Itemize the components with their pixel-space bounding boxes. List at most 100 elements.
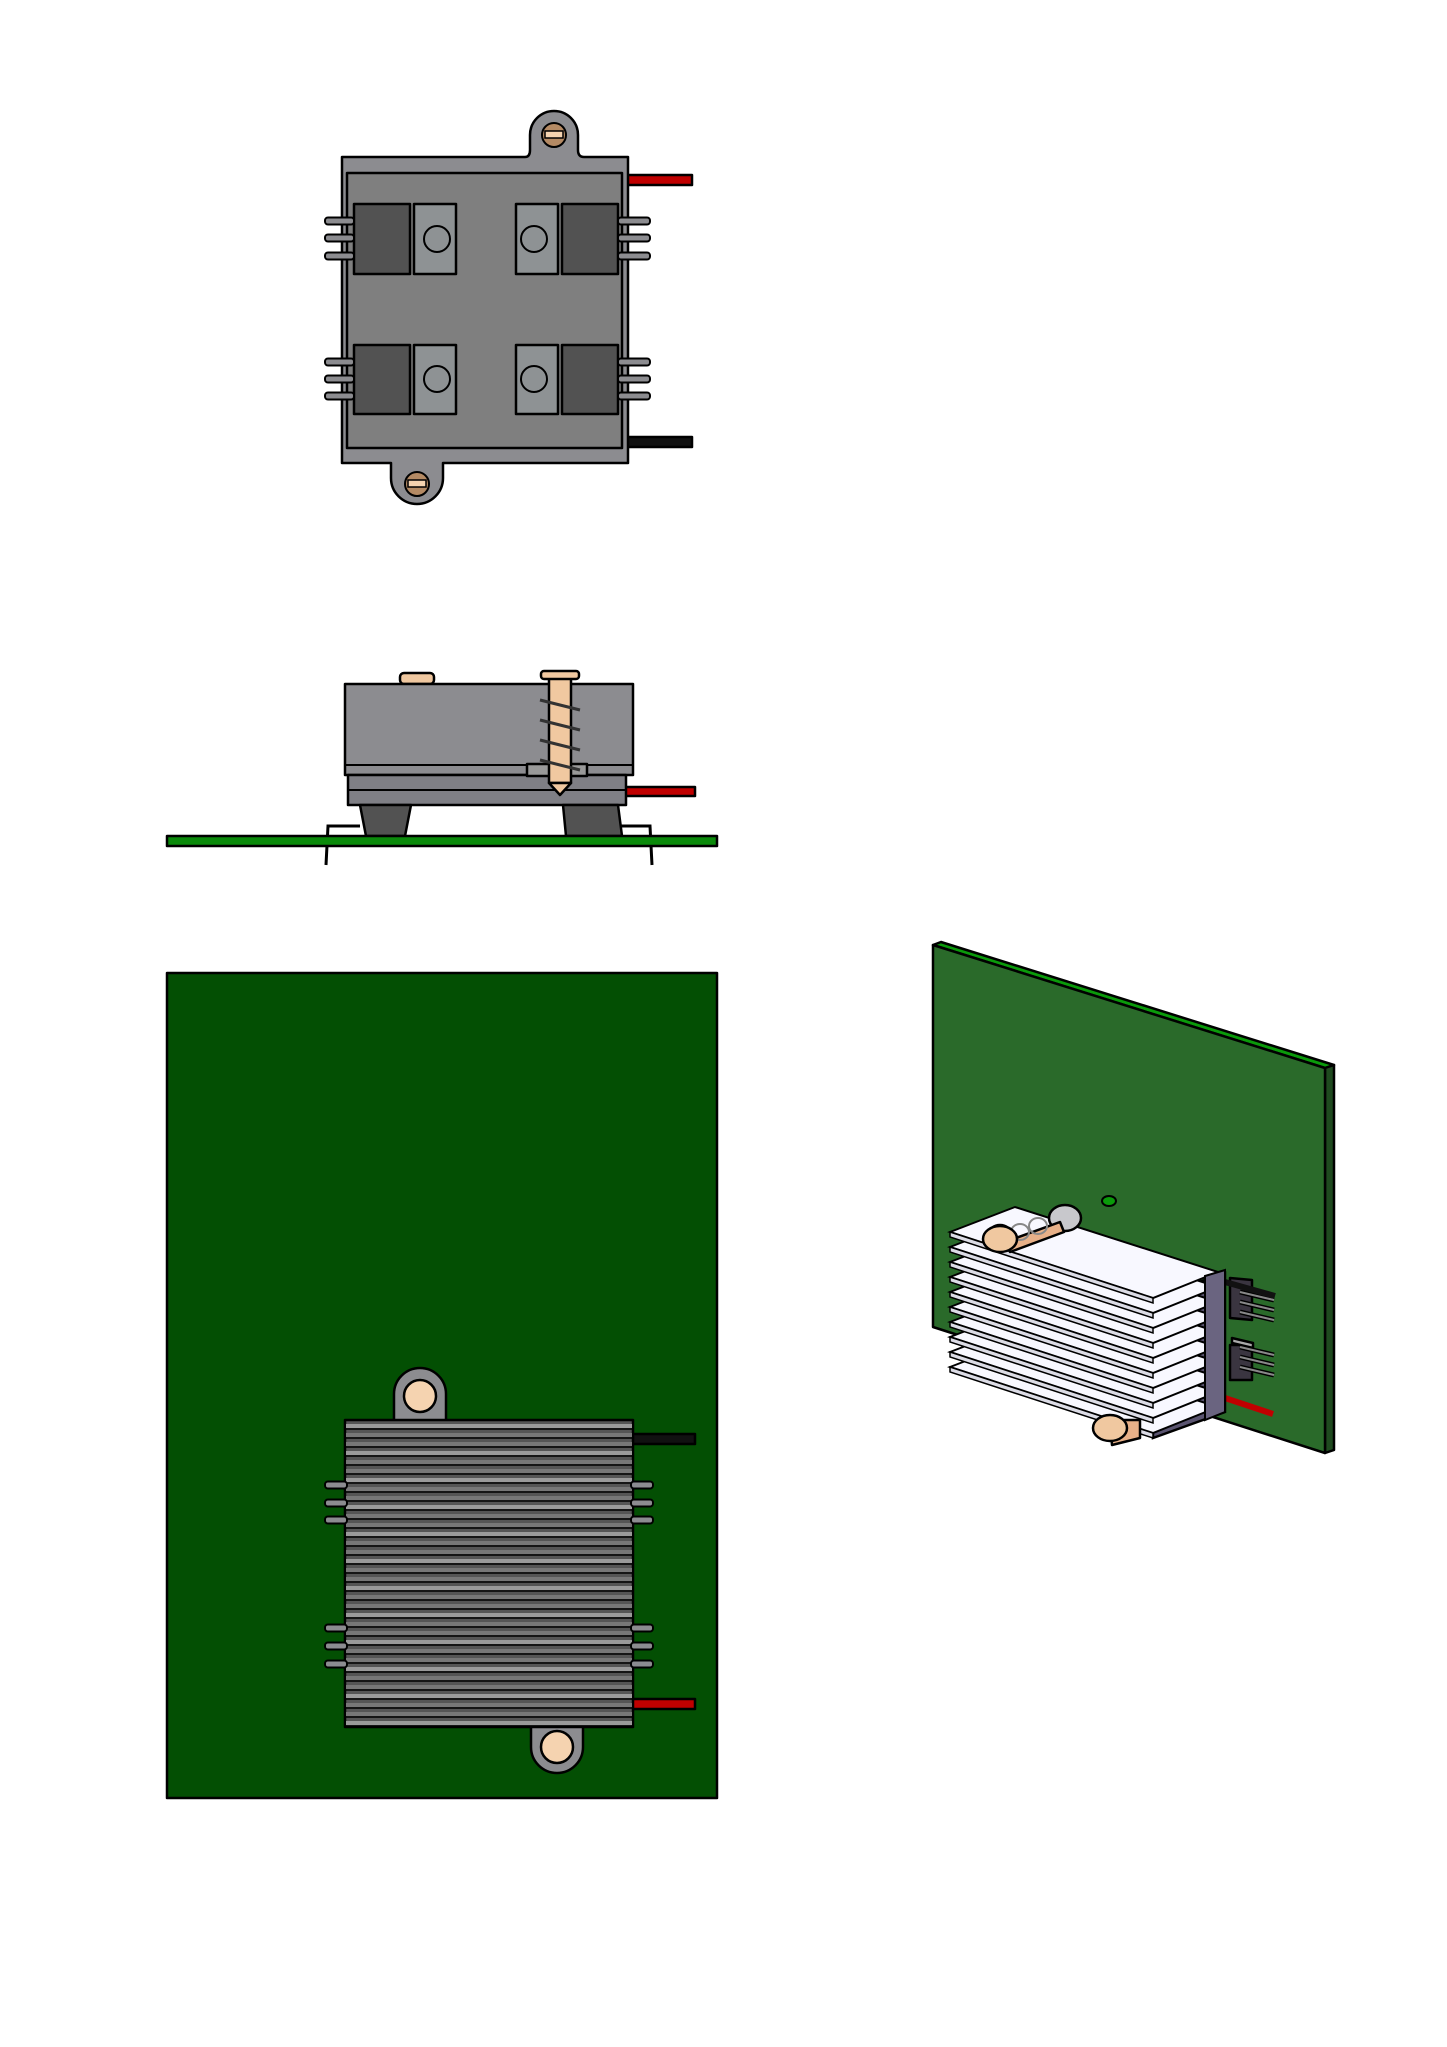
- pin-left: [324, 251, 355, 261]
- heatsink-fin: [346, 1649, 632, 1653]
- iso-fin-edge: [949, 1260, 1154, 1335]
- heatsink-fin: [346, 1532, 632, 1536]
- pin-right: [630, 1515, 654, 1525]
- heatsink-fin: [346, 1496, 632, 1500]
- pin-right: [617, 233, 651, 243]
- iso-screw-bottom: [1091, 1413, 1142, 1447]
- iso-pcb-edge-side: [1323, 1063, 1336, 1455]
- heatsink-fin: [346, 1595, 632, 1599]
- pin-left: [324, 216, 355, 226]
- isometric-view: [931, 940, 1336, 1455]
- iso-pcb-hole: [1101, 1195, 1117, 1207]
- iso-fin-edge: [949, 1275, 1154, 1350]
- heatsink-fin: [346, 1613, 632, 1617]
- side-leg-left: [358, 803, 413, 838]
- side-pin-left: [324, 824, 360, 866]
- heatsink-fin: [346, 1442, 632, 1446]
- side-red-wire: [623, 785, 697, 798]
- iso-pin-highlight: [1239, 1346, 1275, 1356]
- heatsink-fin: [346, 1703, 632, 1707]
- iso-fin-edge: [949, 1335, 1154, 1410]
- iso-pin-highlight: [1239, 1311, 1275, 1321]
- heatsink-fin: [346, 1469, 632, 1473]
- iso-red-wire: [1221, 1394, 1274, 1417]
- pin-left: [324, 233, 355, 243]
- iso-heatsink-back-plate: [1204, 1268, 1226, 1422]
- heatsink-fin: [346, 1424, 632, 1428]
- pin-right: [617, 216, 651, 226]
- heatsink-fin: [346, 1694, 632, 1698]
- iso-fin-edge: [949, 1290, 1154, 1365]
- red-wire: [621, 173, 694, 187]
- pin-left: [324, 1515, 348, 1525]
- heatsink-side-pins: [324, 1480, 654, 1669]
- heatsink-fin: [346, 1631, 632, 1635]
- transistor-top-left: [352, 202, 458, 276]
- iso-fin-edge: [949, 1350, 1154, 1425]
- heatsink-fin: [346, 1433, 632, 1437]
- heatsink-fin: [346, 1523, 632, 1527]
- iso-screw-top: [981, 1203, 1083, 1254]
- iso-pin-highlight: [1239, 1291, 1275, 1301]
- pin-left: [324, 1659, 348, 1669]
- pin-left: [324, 1623, 348, 1633]
- heatsink-fin: [346, 1460, 632, 1464]
- side-pin-right: [620, 824, 654, 866]
- heatsink-fin: [346, 1640, 632, 1644]
- pin-left: [324, 357, 355, 367]
- pin-right: [630, 1641, 654, 1651]
- bottom-view: [165, 971, 719, 1800]
- heatsink-fin: [346, 1577, 632, 1581]
- pin-right: [630, 1623, 654, 1633]
- screw-head-top: [402, 1378, 438, 1414]
- pin-left: [324, 1480, 348, 1490]
- heatsink-fin: [346, 1541, 632, 1545]
- pin-right: [630, 1498, 654, 1508]
- iso-fin-edge: [949, 1305, 1154, 1380]
- iso-pin-highlight: [1239, 1366, 1275, 1376]
- transistor-top-right: [514, 202, 620, 276]
- transistor-bottom-right: [514, 343, 620, 416]
- transistor-bottom-left: [352, 343, 458, 416]
- heatsink-fins-face: [343, 1418, 635, 1729]
- heatsink-fin: [346, 1721, 632, 1725]
- heatsink-fin: [346, 1622, 632, 1626]
- pin-right: [617, 251, 651, 261]
- mounting-screw-bottom: [404, 471, 430, 497]
- pin-right: [630, 1480, 654, 1490]
- pin-right: [617, 357, 651, 367]
- side-view: [165, 669, 719, 866]
- side-pcb: [165, 834, 719, 848]
- iso-heatsink: [947, 1205, 1227, 1440]
- heatsink-fin: [346, 1667, 632, 1671]
- heatsink-fin: [346, 1559, 632, 1563]
- iso-fin-edge: [949, 1245, 1154, 1320]
- pin-left: [324, 1498, 348, 1508]
- side-screw-head-left: [398, 671, 436, 686]
- iso-pins: [1239, 1289, 1275, 1378]
- heatsink-fin: [346, 1487, 632, 1491]
- iso-pin-highlight: [1239, 1301, 1275, 1311]
- pin-left: [324, 391, 355, 401]
- heatsink-fin: [346, 1514, 632, 1518]
- side-housing: [343, 682, 635, 777]
- bottom-black-wire: [623, 1432, 697, 1446]
- mounting-screw-top: [541, 122, 567, 148]
- iso-black-wire: [1224, 1279, 1276, 1299]
- heatsink-fin: [346, 1658, 632, 1662]
- heatsink-fin: [346, 1685, 632, 1689]
- heatsink-fin: [346, 1550, 632, 1554]
- bottom-red-wire: [623, 1697, 697, 1711]
- heatsink-fin: [346, 1712, 632, 1716]
- heatsink-fin: [346, 1451, 632, 1455]
- transistor-pins: [324, 216, 651, 401]
- pin-left: [324, 374, 355, 384]
- heatsink-fin: [346, 1676, 632, 1680]
- heatsink-fin: [346, 1586, 632, 1590]
- iso-pin-highlight: [1239, 1356, 1275, 1366]
- pin-right: [617, 374, 651, 384]
- heatsink-fin: [346, 1505, 632, 1509]
- heatsink-fin: [346, 1604, 632, 1608]
- side-leg-right: [561, 803, 624, 838]
